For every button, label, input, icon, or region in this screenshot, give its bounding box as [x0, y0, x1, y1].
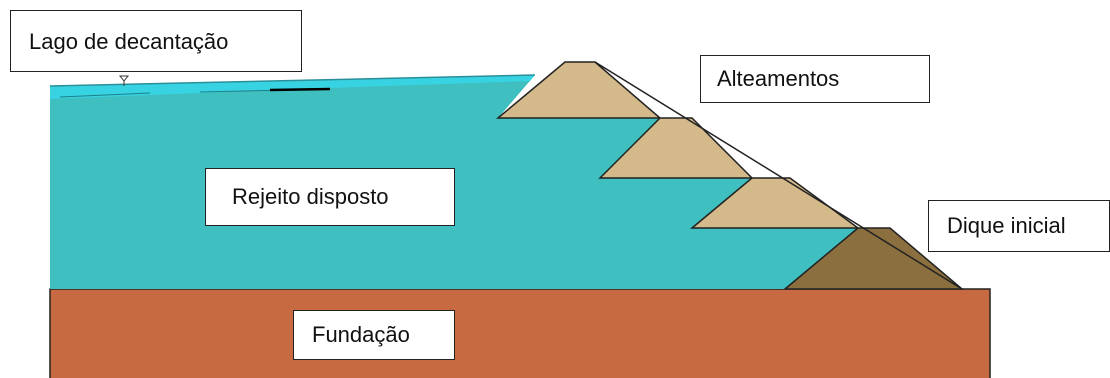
pond-surface-line — [49, 74, 536, 87]
raise-1 — [495, 61, 663, 119]
water-level-icon — [118, 75, 130, 86]
label-dique-inicial: Dique inicial — [928, 200, 1110, 252]
label-fundacao: Fundação — [293, 310, 455, 360]
raise-3 — [689, 177, 861, 229]
downstream-slope-line — [594, 61, 963, 290]
foundation-layer — [49, 288, 991, 378]
label-lago-de-decantacao: Lago de decantação — [10, 10, 302, 72]
raise-2 — [598, 117, 754, 179]
label-alteamentos: Alteamentos — [700, 55, 930, 103]
pond-wave-1 — [59, 92, 151, 98]
starter-dike — [782, 227, 965, 290]
pond-wave-3 — [269, 87, 331, 92]
label-rejeito-disposto: Rejeito disposto — [205, 168, 455, 226]
decant-pond — [50, 75, 535, 99]
